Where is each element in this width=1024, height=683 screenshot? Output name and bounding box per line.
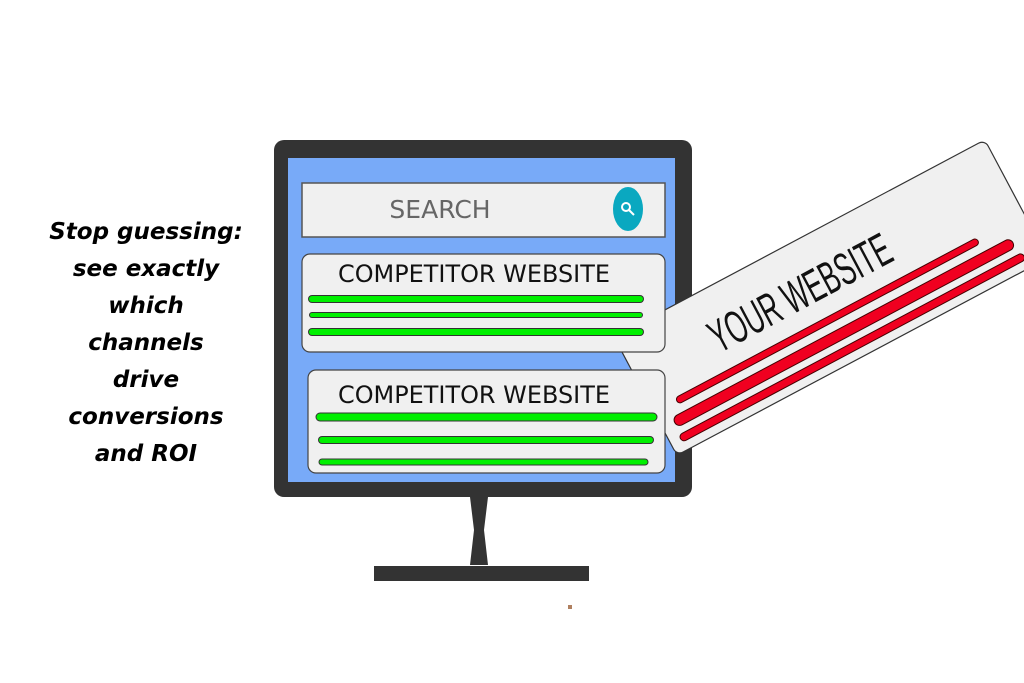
tagline-line: see exactly	[72, 256, 220, 282]
monitor-base	[374, 566, 589, 581]
tagline-line: drive	[112, 367, 180, 393]
tagline-line: channels	[88, 330, 204, 356]
result-card[interactable]: COMPETITOR WEBSITE	[307, 369, 666, 474]
dot	[568, 605, 572, 609]
search-bar[interactable]: SEARCH	[301, 182, 666, 238]
result-title: COMPETITOR WEBSITE	[338, 381, 610, 409]
monitor-neck	[470, 497, 488, 565]
result-title: COMPETITOR WEBSITE	[338, 260, 610, 288]
tagline-line: which	[108, 293, 184, 319]
tagline: Stop guessing: see exactly which channel…	[36, 214, 256, 473]
search-label: SEARCH	[389, 195, 490, 224]
red-line	[674, 240, 1014, 425]
result-card[interactable]: COMPETITOR WEBSITE	[301, 253, 666, 353]
red-line	[680, 254, 1024, 441]
tagline-line: conversions	[68, 404, 224, 430]
tagline-line: Stop guessing:	[49, 219, 243, 245]
tagline-line: and ROI	[94, 441, 198, 467]
search-icon[interactable]	[613, 187, 643, 231]
red-line	[676, 239, 978, 403]
